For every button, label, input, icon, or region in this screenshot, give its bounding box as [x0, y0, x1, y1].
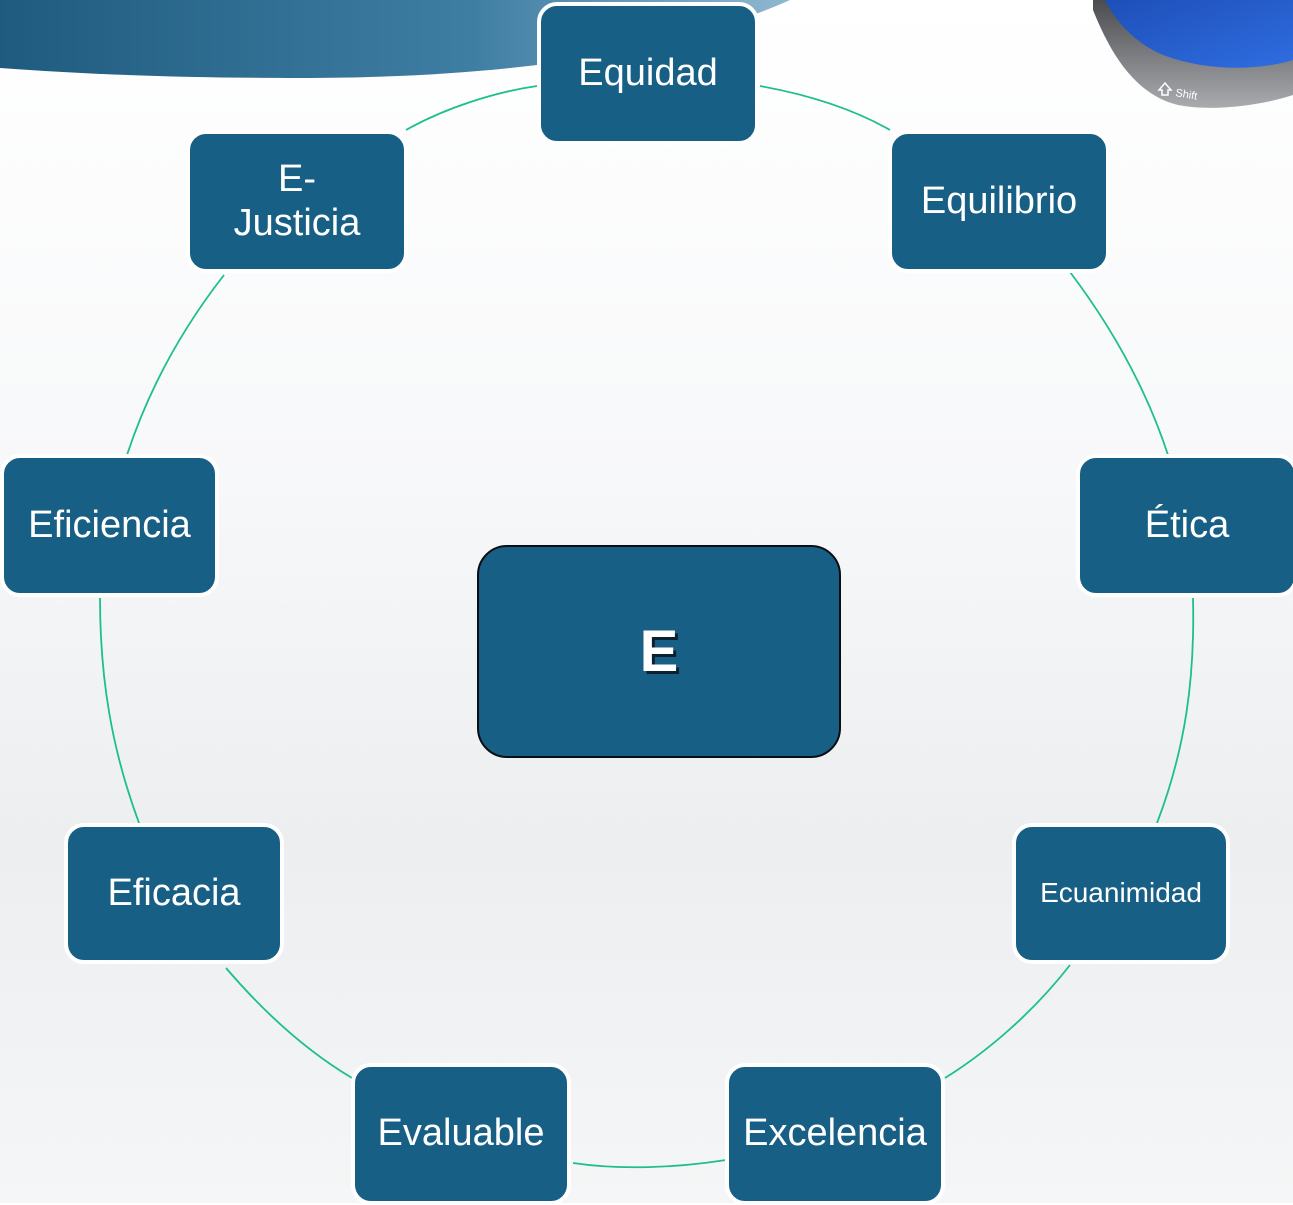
node-etica-label: Ética — [1144, 503, 1230, 546]
node-excelencia-label: Excelencia — [743, 1112, 927, 1155]
node-e-justicia-label-line1: E- — [278, 157, 316, 200]
connector-ecuanimidad-excelencia — [944, 964, 1071, 1079]
connector-evaluable-eficacia — [225, 967, 353, 1079]
center-node-label: E — [639, 619, 679, 684]
node-equilibrio[interactable]: Equilibrio — [888, 130, 1110, 273]
connector-eficacia-eficiencia — [99, 597, 140, 824]
node-ecuanimidad-label: Ecuanimidad — [1040, 877, 1202, 909]
node-etica[interactable]: Ética — [1076, 454, 1293, 597]
connector-equilibrio-etica — [1069, 271, 1169, 456]
connector-equidad-equilibrio — [759, 85, 891, 131]
node-equidad[interactable]: Equidad — [537, 2, 759, 145]
node-evaluable-label: Evaluable — [377, 1112, 545, 1155]
node-evaluable[interactable]: Evaluable — [351, 1063, 571, 1205]
connector-eficiencia-ejusticia — [126, 274, 225, 456]
shift-key-label: Shift — [1174, 87, 1198, 103]
node-ecuanimidad[interactable]: Ecuanimidad — [1012, 823, 1230, 964]
node-e-justicia-label-line2: Justicia — [233, 201, 361, 244]
node-eficiencia-label: Eficiencia — [28, 503, 191, 546]
node-equidad-label: Equidad — [578, 51, 718, 94]
connector-ejusticia-equidad — [405, 85, 538, 131]
node-eficiencia[interactable]: Eficiencia — [0, 454, 219, 597]
node-e-justicia[interactable]: E- Justicia — [186, 130, 408, 273]
connector-etica-ecuanimidad — [1156, 597, 1195, 824]
shift-key-image: Shift — [1093, 0, 1293, 108]
node-eficacia-label: Eficacia — [107, 871, 241, 914]
center-node[interactable]: E — [477, 545, 841, 758]
node-excelencia[interactable]: Excelencia — [725, 1063, 945, 1205]
node-equilibrio-label: Equilibrio — [920, 179, 1078, 222]
connector-excelencia-evaluable — [572, 1159, 727, 1169]
node-eficacia[interactable]: Eficacia — [64, 823, 284, 964]
